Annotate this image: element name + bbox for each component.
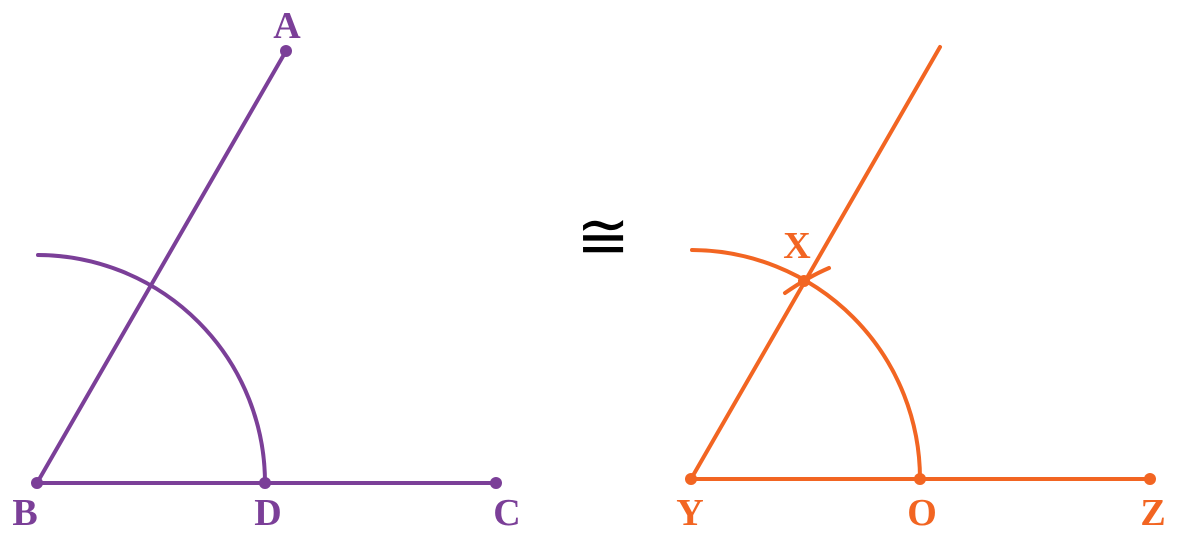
point-c bbox=[490, 477, 502, 489]
point-z bbox=[1144, 473, 1156, 485]
label-x: X bbox=[783, 225, 810, 267]
ray-yx bbox=[689, 45, 942, 481]
label-b: B bbox=[12, 492, 37, 534]
left-angle-figure bbox=[35, 49, 498, 485]
right-angle-points bbox=[685, 275, 1156, 485]
point-x bbox=[798, 275, 810, 287]
label-y: Y bbox=[676, 492, 703, 534]
right-angle-labels: X Y O Z bbox=[676, 225, 1165, 534]
label-c: C bbox=[493, 492, 520, 534]
point-y bbox=[685, 473, 697, 485]
point-d bbox=[259, 477, 271, 489]
ray-ba bbox=[35, 49, 288, 485]
point-a bbox=[280, 45, 292, 57]
label-d: D bbox=[254, 492, 281, 534]
label-a: A bbox=[273, 5, 301, 47]
label-z: Z bbox=[1140, 492, 1165, 534]
compass-arc-left bbox=[36, 253, 267, 485]
point-o bbox=[914, 473, 926, 485]
congruent-symbol: ≅ bbox=[576, 200, 630, 274]
compass-arc-right bbox=[690, 248, 922, 481]
right-angle-figure bbox=[689, 45, 1152, 481]
left-angle-labels: A B D C bbox=[12, 5, 520, 534]
left-angle-points bbox=[31, 45, 502, 489]
label-o: O bbox=[907, 492, 937, 534]
point-b bbox=[31, 477, 43, 489]
